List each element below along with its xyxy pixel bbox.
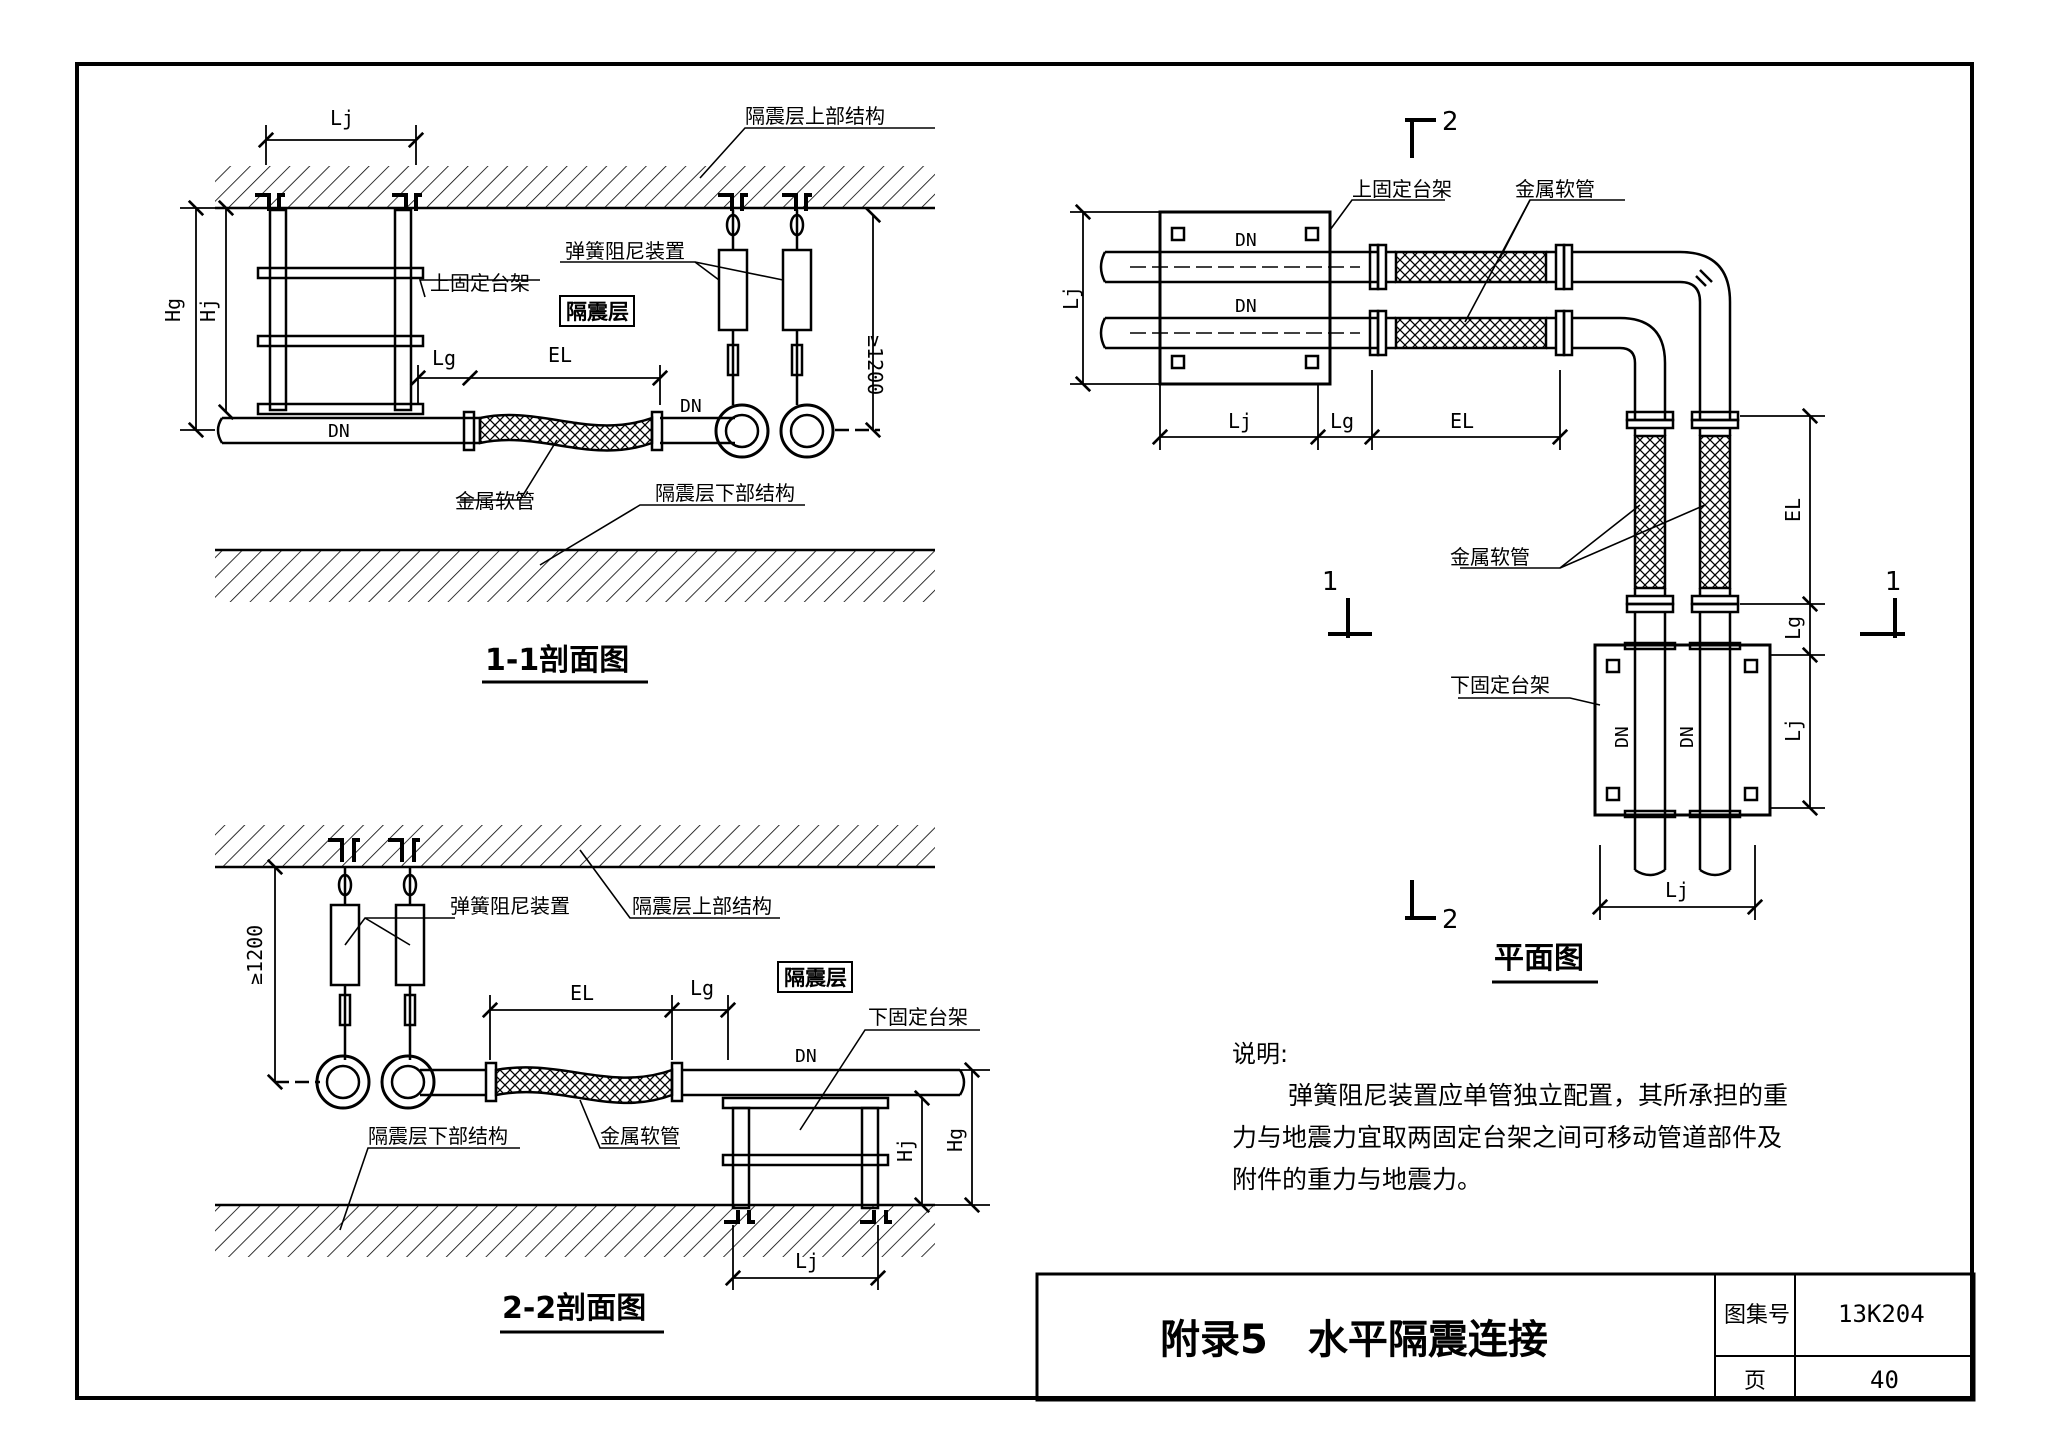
lower-structure-label-22: 隔震层下部结构 (368, 1124, 508, 1148)
caption-plan: 平面图 (1494, 941, 1584, 976)
dn-label-11a: DN (328, 421, 350, 442)
dim-1200-22: ≥1200 (243, 925, 267, 985)
title-block: 附录5 水平隔震连接 图集号 13K204 页 40 (1035, 1272, 1976, 1402)
upper-slab-22 (215, 825, 935, 867)
title-text: 附录5 水平隔震连接 (1160, 1317, 1548, 1363)
lower-bracket-plan (1593, 643, 1772, 817)
dim-lj-plan-left: Lj (1059, 286, 1083, 310)
dn-label-plan-d: DN (1677, 726, 1698, 748)
dn-label-plan-b: DN (1235, 296, 1257, 317)
dn-label-11b: DN (680, 396, 702, 417)
metal-hose-11 (478, 413, 654, 452)
metal-hose-plan-b (1394, 316, 1548, 350)
metal-hose-22 (494, 1066, 674, 1105)
dim-lg-plan-right: Lg (1781, 616, 1805, 640)
section-22: ≥1200 EL Lg Hj Hg Lj DN 弹簧阻尼装置 隔震层上部结构 隔… (215, 825, 990, 1334)
cut-2-bottom: 2 (1442, 905, 1459, 935)
dn-label-22: DN (795, 1046, 817, 1067)
isolation-layer-label-11: 隔震层 (566, 300, 629, 324)
upper-bracket-11 (256, 208, 425, 416)
upper-bracket-plan (1158, 210, 1332, 386)
dim-1200-11: ≥1200 (863, 335, 887, 395)
dim-lj-11: Lj (330, 106, 354, 130)
page-value: 40 (1870, 1366, 1899, 1394)
metal-hose-label-plan-top: 金属软管 (1515, 177, 1595, 201)
lower-bracket-label-plan: 下固定台架 (1450, 673, 1550, 697)
drawing-frame (75, 62, 1974, 1400)
metal-hose-label-11: 金属软管 (455, 489, 535, 513)
dim-lj-plan-top: Lj (1228, 409, 1252, 433)
dim-hj-22: Hj (893, 1138, 917, 1162)
section-11: Lj Hg Hj Lg EL ≥1200 DN DN 隔震层上部结构 弹簧阻尼装… (161, 104, 935, 684)
dim-el-plan-right: EL (1781, 498, 1805, 522)
lower-structure-label-11: 隔震层下部结构 (655, 481, 795, 505)
dim-hg-11: Hg (161, 298, 185, 322)
dim-lj-plan-right: Lj (1781, 718, 1805, 742)
caption-11: 1-1剖面图 (485, 643, 629, 678)
lower-bracket-label-22: 下固定台架 (868, 1005, 968, 1029)
spring-damper-11 (717, 210, 813, 405)
dim-lg-plan-top: Lg (1330, 409, 1354, 433)
notes-line-2: 力与地震力宜取两固定台架之间可移动管道部件及 (1232, 1123, 1782, 1152)
upper-structure-label-11: 隔震层上部结构 (745, 104, 885, 128)
lower-bracket-22 (721, 1096, 890, 1210)
spring-damper-label-11: 弹簧阻尼装置 (565, 239, 685, 263)
isolation-layer-label-22: 隔震层 (784, 966, 847, 990)
caption-22: 2-2剖面图 (502, 1291, 646, 1326)
dim-el-plan-top: EL (1450, 409, 1474, 433)
page-label: 页 (1744, 1369, 1766, 1394)
notes-heading: 说明: (1232, 1040, 1288, 1068)
metal-hose-label-22: 金属软管 (600, 1124, 680, 1148)
notes-line-3: 附件的重力与地震力。 (1232, 1165, 1482, 1194)
cut-2-top: 2 (1442, 107, 1459, 137)
dim-hj-11: Hj (196, 298, 220, 322)
metal-hose-plan-c (1633, 434, 1667, 590)
cut-1-left: 1 (1322, 567, 1339, 597)
dim-lj-22: Lj (795, 1249, 819, 1273)
dn-label-plan-a: DN (1235, 230, 1257, 251)
spring-damper-22 (329, 867, 426, 1060)
dn-label-plan-c: DN (1612, 726, 1633, 748)
cut-1-right: 1 (1885, 567, 1902, 597)
atlas-value: 13K204 (1838, 1300, 1925, 1328)
metal-hose-label-plan-side: 金属软管 (1450, 545, 1530, 569)
dim-hg-22: Hg (943, 1128, 967, 1152)
dim-lj-plan-bottom: Lj (1665, 878, 1689, 902)
dim-lg-22: Lg (690, 976, 714, 1000)
dim-el-11: EL (548, 343, 572, 367)
upper-bracket-label-11: 上固定台架 (430, 271, 530, 295)
notes-line-1: 弹簧阻尼装置应单管独立配置，其所承担的重 (1288, 1081, 1788, 1110)
spring-damper-label-22: 弹簧阻尼装置 (450, 894, 570, 918)
plan-view: 2 2 1 1 DN DN DN DN Lj Lj Lg EL EL Lg Lj… (1059, 107, 1905, 984)
metal-hose-plan-a (1394, 250, 1548, 284)
dim-lg-11: Lg (432, 346, 456, 370)
dim-el-22: EL (570, 981, 594, 1005)
lower-slab-11 (215, 550, 935, 602)
upper-structure-label-22: 隔震层上部结构 (632, 894, 772, 918)
lower-slab-22 (215, 1205, 935, 1257)
upper-bracket-label-plan: 上固定台架 (1352, 177, 1452, 201)
atlas-label: 图集号 (1724, 1303, 1790, 1328)
metal-hose-plan-d (1698, 434, 1732, 590)
notes: 说明: 弹簧阻尼装置应单管独立配置，其所承担的重 力与地震力宜取两固定台架之间可… (1232, 1040, 1788, 1194)
upper-slab-11 (215, 166, 935, 208)
